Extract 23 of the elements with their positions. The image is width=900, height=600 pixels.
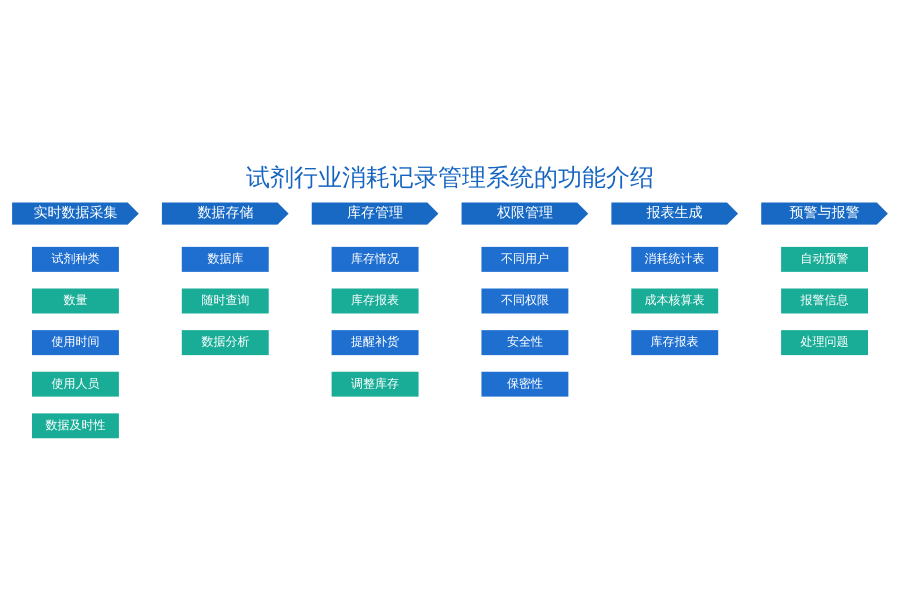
node-box: 不同用户 bbox=[481, 246, 568, 272]
node-box: 消耗统计表 bbox=[631, 246, 718, 272]
node-box: 成本核算表 bbox=[631, 288, 718, 313]
node-box: 使用人员 bbox=[32, 371, 119, 396]
node-box: 库存报表 bbox=[631, 330, 718, 355]
node-box: 库存情况 bbox=[332, 246, 419, 272]
node-box: 试剂种类 bbox=[32, 246, 119, 272]
node-box: 保密性 bbox=[481, 371, 568, 396]
node-box: 自动预警 bbox=[781, 246, 868, 272]
node-box: 数据库 bbox=[182, 246, 269, 272]
node-box: 库存报表 bbox=[332, 288, 419, 313]
node-box: 报警信息 bbox=[781, 288, 868, 313]
node-box: 数据及时性 bbox=[32, 412, 119, 438]
node-box: 数量 bbox=[32, 288, 119, 313]
node-box: 数据分析 bbox=[182, 330, 269, 355]
node-box: 随时查询 bbox=[182, 288, 269, 313]
node-box: 不同权限 bbox=[481, 288, 568, 313]
node-box: 调整库存 bbox=[332, 371, 419, 396]
diagram-title: 试剂行业消耗记录管理系统的功能介绍 bbox=[246, 163, 654, 192]
node-box: 处理问题 bbox=[781, 330, 868, 355]
node-box: 提醒补货 bbox=[332, 330, 419, 355]
node-box: 使用时间 bbox=[32, 330, 119, 355]
node-box: 安全性 bbox=[481, 330, 568, 355]
